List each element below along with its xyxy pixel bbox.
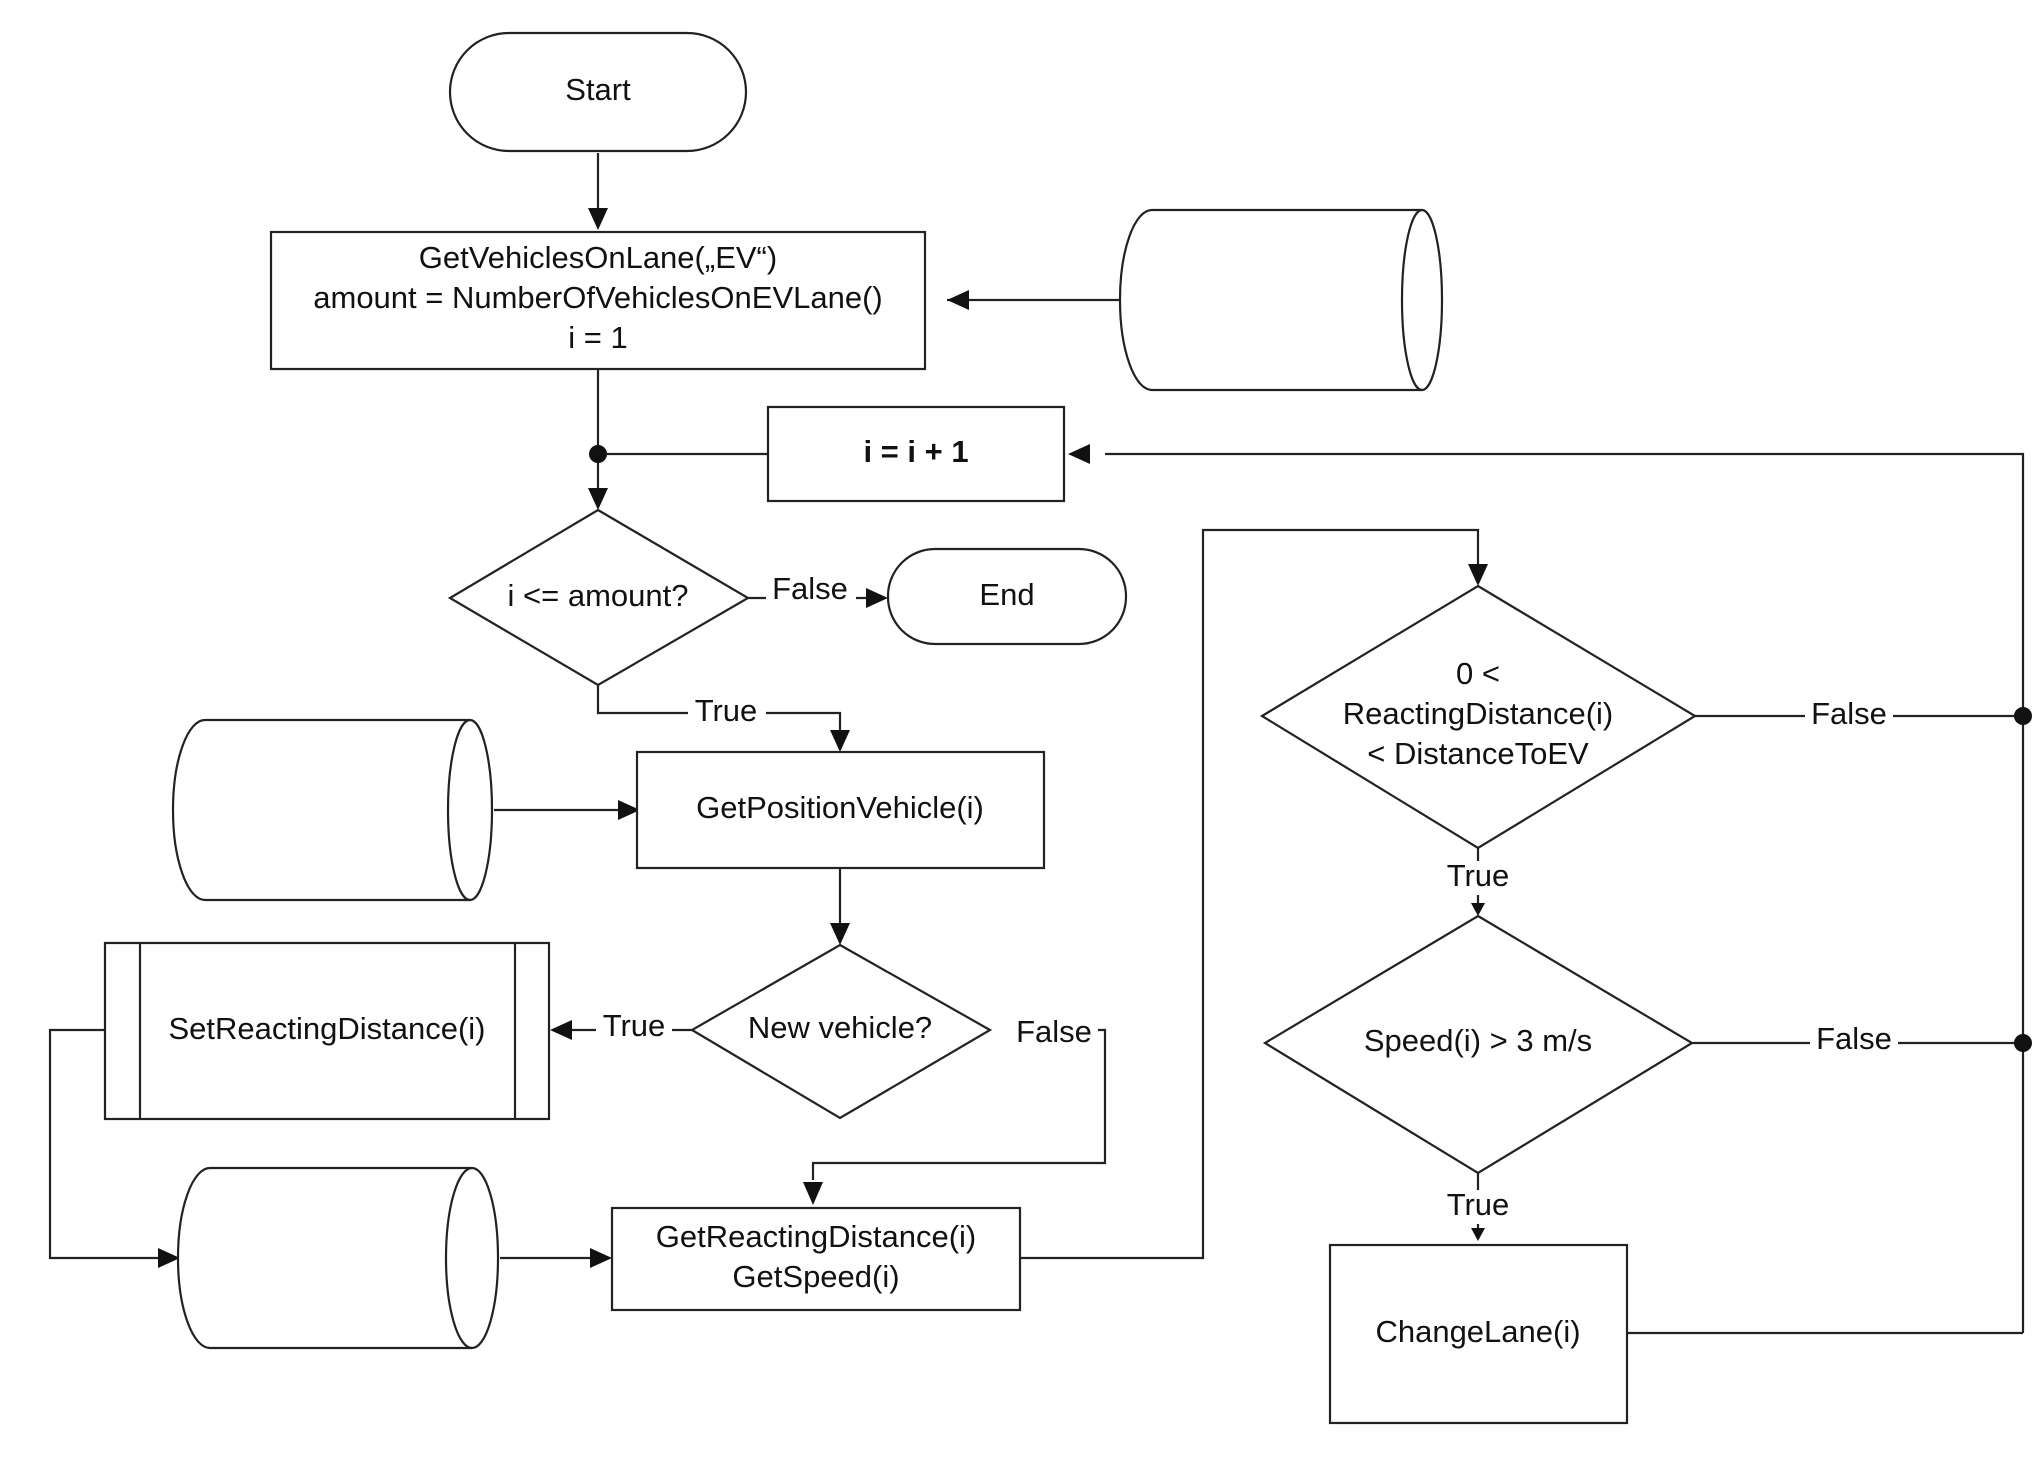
arrow-to-new-vehicle — [830, 923, 850, 945]
speed-check-decision: Speed(i) > 3 m/s — [1262, 914, 1695, 1175]
set-reacting-process: SetReactingDistance(i) — [103, 941, 551, 1121]
get-position-label: GetPosition­Vehicle(i) — [696, 790, 984, 825]
arrow-to-get-vehicles — [588, 208, 608, 230]
label-dist-false: False — [1811, 696, 1887, 731]
distance-check-line-3: < DistanceToEV — [1367, 736, 1589, 771]
arrow-to-distance-check — [1468, 564, 1488, 586]
arrow-from-database-top — [947, 290, 969, 310]
change-lane-process: ChangeLane(i) — [1328, 1243, 1629, 1425]
new-vehicle-decision: New vehicle? — [689, 943, 993, 1120]
loop-check-decision: i <= amount? — [447, 508, 751, 687]
arrowheads — [158, 208, 1488, 1268]
loop-check-label: i <= amount? — [508, 578, 689, 613]
arrow-to-database-bottom — [158, 1248, 180, 1268]
end-terminal: End — [886, 547, 1128, 646]
label-loop-false: False — [772, 571, 848, 606]
distance-check-line-1: 0 < — [1456, 656, 1500, 691]
arrow-to-change-lane — [1471, 1228, 1485, 1241]
junction-dot-distance-false — [2014, 707, 2032, 725]
arrow-to-set-reacting — [550, 1020, 572, 1040]
junction-dot-speed-false — [2014, 1034, 2032, 1052]
arrow-to-speed-check — [1471, 903, 1485, 916]
database-bottom — [176, 1166, 500, 1350]
increment-process: i = i + 1 — [766, 405, 1066, 503]
arrow-to-loop-check — [588, 488, 608, 510]
label-new-false: False — [1016, 1014, 1092, 1049]
junction-dot-loop — [589, 445, 607, 463]
edge-labels: False True True False True False True Fa… — [596, 571, 1898, 1224]
change-lane-label: ChangeLane(i) — [1375, 1314, 1580, 1349]
distance-check-line-2: ReactingDistance(i) — [1343, 696, 1614, 731]
set-reacting-label: SetReactingDistance(i) — [168, 1011, 485, 1046]
get-position-process: GetPosition­Vehicle(i) — [635, 750, 1046, 870]
distance-check-decision: 0 < ReactingDistance(i) < DistanceToEV — [1259, 584, 1698, 850]
increment-label: i = i + 1 — [863, 434, 968, 469]
speed-check-label: Speed(i) > 3 m/s — [1364, 1023, 1592, 1058]
database-top — [1118, 208, 1444, 392]
get-reacting-line-2: GetSpeed(i) — [732, 1259, 899, 1294]
get-reacting-line-1: GetReactingDistance(i) — [656, 1219, 976, 1254]
arrow-from-database-mid — [618, 800, 640, 820]
get-vehicles-process: GetVehiclesOnLane(„EV“) amount = NumberO… — [269, 230, 927, 371]
arrow-to-increment — [1068, 444, 1090, 464]
arrow-to-end — [866, 588, 888, 608]
database-middle — [171, 718, 494, 902]
new-vehicle-label: New vehicle? — [748, 1010, 932, 1045]
get-vehicles-line-3: i = 1 — [568, 320, 627, 355]
label-dist-true: True — [1447, 858, 1510, 893]
get-vehicles-line-1: GetVehiclesOnLane(„EV“) — [419, 240, 777, 275]
start-terminal: Start — [448, 31, 748, 153]
arrow-to-get-position — [830, 730, 850, 752]
arrow-to-get-reacting-from-false — [803, 1182, 823, 1205]
label-speed-false: False — [1816, 1021, 1892, 1056]
arrow-to-get-reacting — [590, 1248, 612, 1268]
label-loop-true: True — [695, 693, 758, 728]
get-vehicles-line-2: amount = NumberOfVehiclesOnEVLane() — [313, 280, 883, 315]
end-label: End — [979, 577, 1034, 612]
label-speed-true: True — [1447, 1187, 1510, 1222]
start-label: Start — [565, 72, 631, 107]
get-reacting-process: GetReactingDistance(i) GetSpeed(i) — [610, 1206, 1022, 1312]
label-new-true: True — [603, 1008, 666, 1043]
